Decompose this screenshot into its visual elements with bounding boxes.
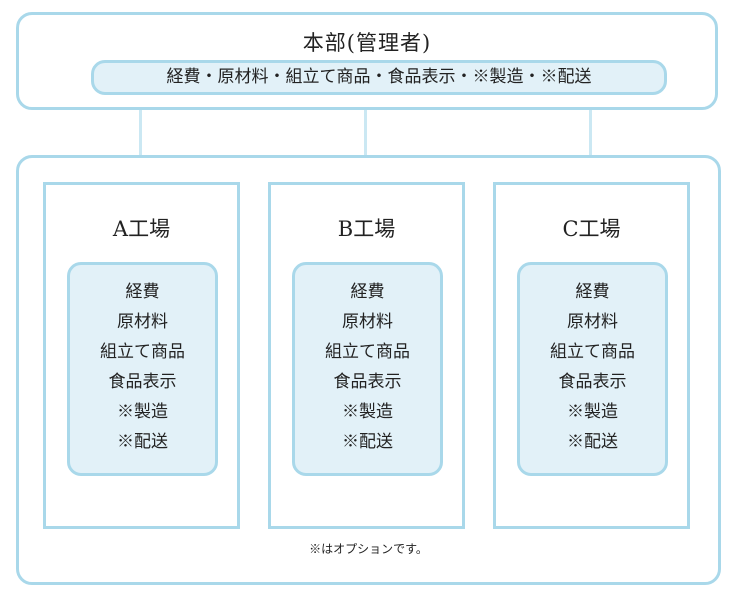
factory-c-item: 組立て商品	[550, 342, 635, 362]
factory-a-item: 原材料	[117, 312, 168, 332]
headquarters-box: 本部(管理者) 経費・原材料・組立て商品・食品表示・※製造・※配送	[16, 12, 718, 110]
factory-a-box: A工場 経費 原材料 組立て商品 食品表示 ※製造 ※配送	[43, 182, 240, 529]
factory-a-item: 組立て商品	[100, 342, 185, 362]
factory-c-item: 原材料	[567, 312, 618, 332]
factory-a-item: 食品表示	[108, 372, 177, 392]
factory-b-item: 組立て商品	[325, 342, 410, 362]
factory-a-item: ※配送	[117, 432, 168, 452]
footnote: ※はオプションです。	[309, 542, 428, 556]
factory-c-item: ※配送	[567, 432, 618, 452]
factory-b-item: ※配送	[342, 432, 393, 452]
factory-a-item: 経費	[125, 282, 160, 302]
factory-b-item: 食品表示	[333, 372, 402, 392]
factory-c-item: 経費	[575, 282, 610, 302]
connector-b	[364, 110, 367, 157]
factory-c-item: ※製造	[567, 402, 618, 422]
factory-b-name: B工場	[337, 217, 396, 241]
headquarters-title: 本部(管理者)	[302, 31, 432, 55]
factory-a-item: ※製造	[117, 402, 168, 422]
factory-b-item: 経費	[350, 282, 385, 302]
factory-c-items: 経費 原材料 組立て商品 食品表示 ※製造 ※配送	[517, 262, 668, 476]
factory-a-name: A工場	[112, 217, 171, 241]
factory-b-box: B工場 経費 原材料 組立て商品 食品表示 ※製造 ※配送	[268, 182, 465, 529]
connector-a	[139, 110, 142, 157]
headquarters-items-bar: 経費・原材料・組立て商品・食品表示・※製造・※配送	[91, 60, 667, 95]
factory-b-items: 経費 原材料 組立て商品 食品表示 ※製造 ※配送	[292, 262, 443, 476]
factory-c-item: 食品表示	[558, 372, 627, 392]
factory-c-box: C工場 経費 原材料 組立て商品 食品表示 ※製造 ※配送	[493, 182, 690, 529]
factory-a-items: 経費 原材料 組立て商品 食品表示 ※製造 ※配送	[67, 262, 218, 476]
factory-b-item: 原材料	[342, 312, 393, 332]
connector-c	[589, 110, 592, 157]
factory-b-item: ※製造	[342, 402, 393, 422]
factory-c-name: C工場	[562, 217, 621, 241]
